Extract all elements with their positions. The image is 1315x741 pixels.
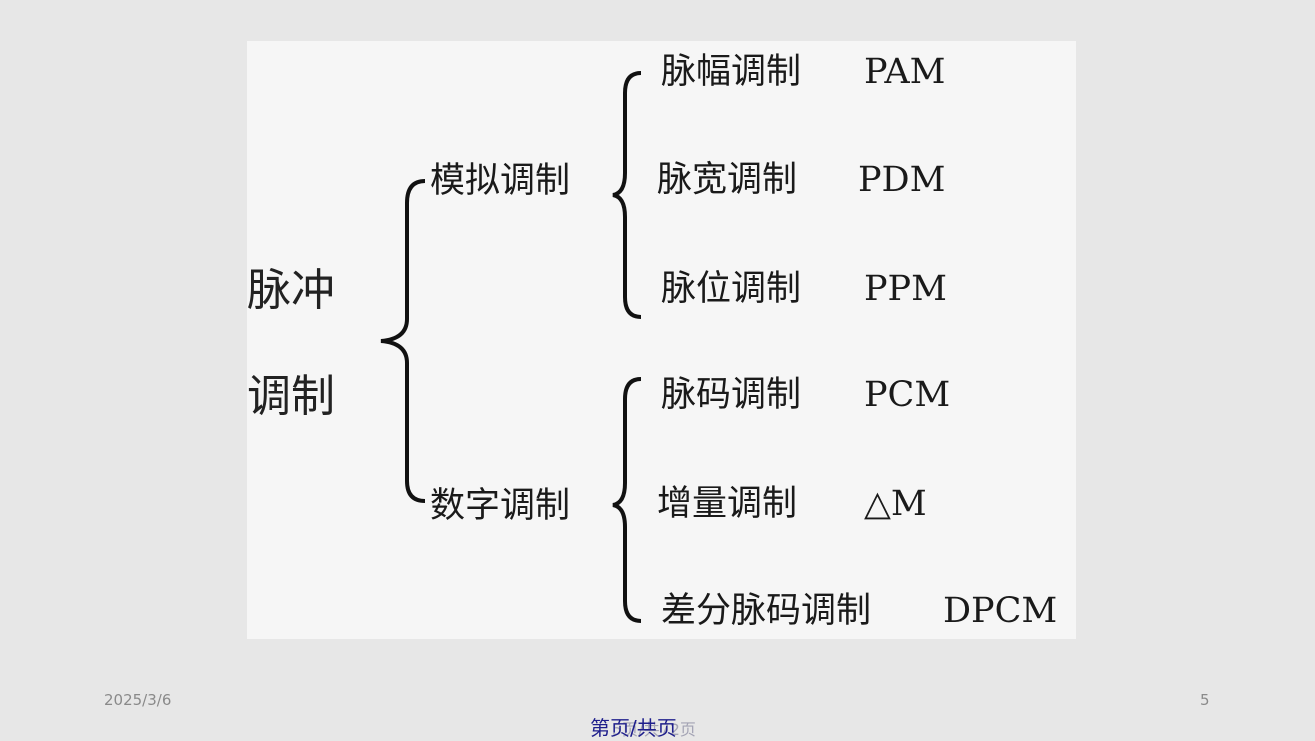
page-info: 第页/共页 [590,716,677,740]
root-brace [380,179,426,503]
leaf-item-abbr: △M [864,484,927,524]
leaf-item-abbr: PDM [858,160,946,200]
leaf-item-abbr: PPM [864,269,947,309]
diagram-image: 脉冲 调制 模拟调制 数字调制 脉幅调制 PAM 脉宽调制 PDM 脉位调制 P… [247,41,1076,639]
leaf-item-cn: 增量调制 [657,484,798,524]
group-label-digital: 数字调制 [430,486,571,526]
leaf-item-cn: 脉码调制 [661,375,802,415]
analog-brace [612,71,642,319]
slide-number: 5 [1200,691,1210,709]
group-label-analog: 模拟调制 [430,161,571,201]
page-info-overlay: 5页/共72页 [612,720,696,739]
brace-lines [380,71,642,623]
root-label-line1: 脉冲 [247,265,335,316]
digital-brace [612,377,642,623]
leaf-item-cn: 脉宽调制 [657,160,798,200]
leaf-item-cn: 脉幅调制 [661,52,802,92]
leaf-item-abbr: PCM [864,375,951,415]
leaf-item-abbr: PAM [864,52,946,92]
leaf-item-abbr: DPCM [943,591,1058,631]
leaf-item-cn: 差分脉码调制 [661,591,872,631]
leaf-item-cn: 脉位调制 [661,269,802,309]
root-label-line2: 调制 [247,371,335,422]
footer-date: 2025/3/6 [104,691,172,709]
